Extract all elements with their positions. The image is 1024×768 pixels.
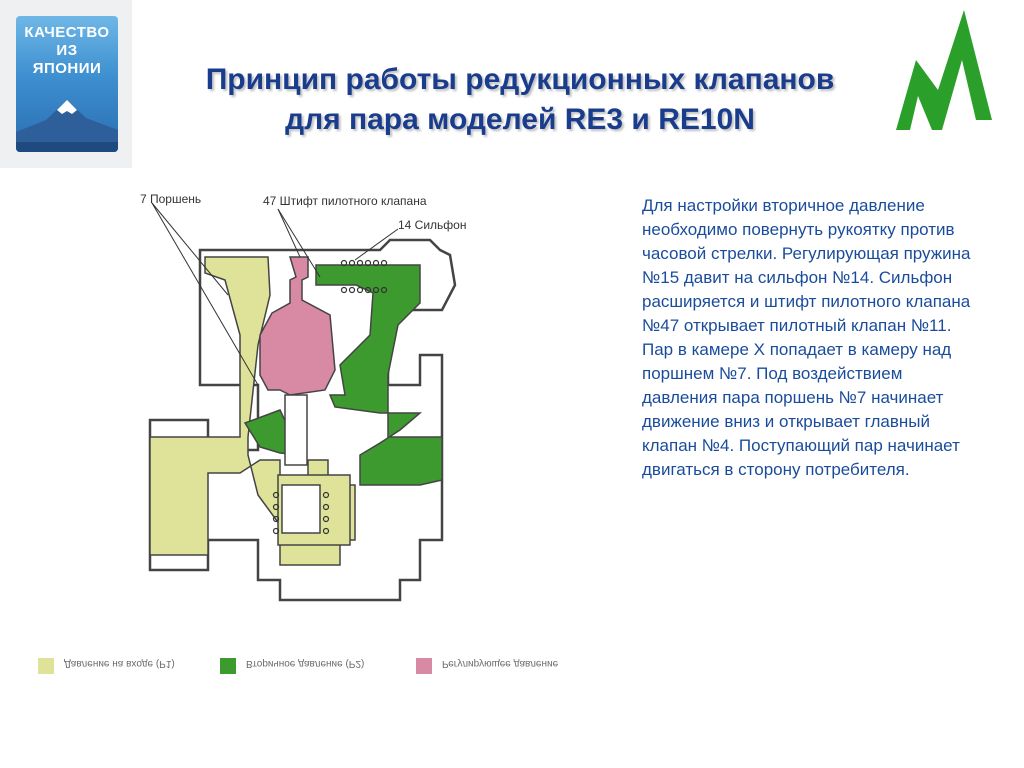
title-line-1: Принцип работы редукционных клапанов: [205, 63, 835, 96]
piston-stem: [284, 394, 308, 466]
title-line-2: для пара моделей RE3 и RE10N: [285, 103, 755, 136]
legend-text-secondary: Вторичное давление (P2): [246, 658, 365, 669]
description-text: Для настройки вторичное давление необход…: [642, 196, 971, 479]
adjusting-spring: [340, 259, 388, 294]
legend-swatch-control: [416, 658, 432, 674]
badge-panel: КАЧЕСТВО ИЗ ЯПОНИИ: [16, 16, 118, 152]
label-bellows: 14 Сильфон: [398, 218, 466, 232]
leader-pilot-pin-2: [277, 208, 321, 278]
label-piston: 7 Поршень: [140, 192, 201, 206]
legend-swatch-secondary: [220, 658, 236, 674]
badge-line-2: ИЗ: [56, 42, 78, 59]
control-pressure-region: [259, 256, 336, 396]
secondary-pressure-region: [315, 264, 443, 486]
leader-piston-2: [151, 202, 229, 296]
legend-swatch-inlet: [38, 658, 54, 674]
quality-badge: КАЧЕСТВО ИЗ ЯПОНИИ: [0, 0, 132, 168]
page-title: Принцип работы редукционных клапанов для…: [140, 60, 900, 140]
leader-pilot-pin: [277, 208, 301, 258]
main-spring: [272, 484, 330, 535]
label-pilot-pin: 47 Штифт пилотного клапана: [263, 194, 427, 208]
valve-diagram: 7 Поршень 47 Штифт пилотного клапана 14 …: [140, 192, 466, 602]
legend-text-control: Регулирующее давление: [442, 658, 559, 669]
leader-bellows: [354, 228, 399, 261]
company-logo-icon: [896, 10, 992, 130]
legend-text-inlet: Давление на входе (P1): [64, 658, 175, 669]
leader-piston: [151, 202, 259, 386]
mount-fuji-icon: [16, 100, 118, 152]
badge-line-3: ЯПОНИИ: [32, 60, 102, 77]
badge-line-1: КАЧЕСТВО: [24, 24, 110, 41]
